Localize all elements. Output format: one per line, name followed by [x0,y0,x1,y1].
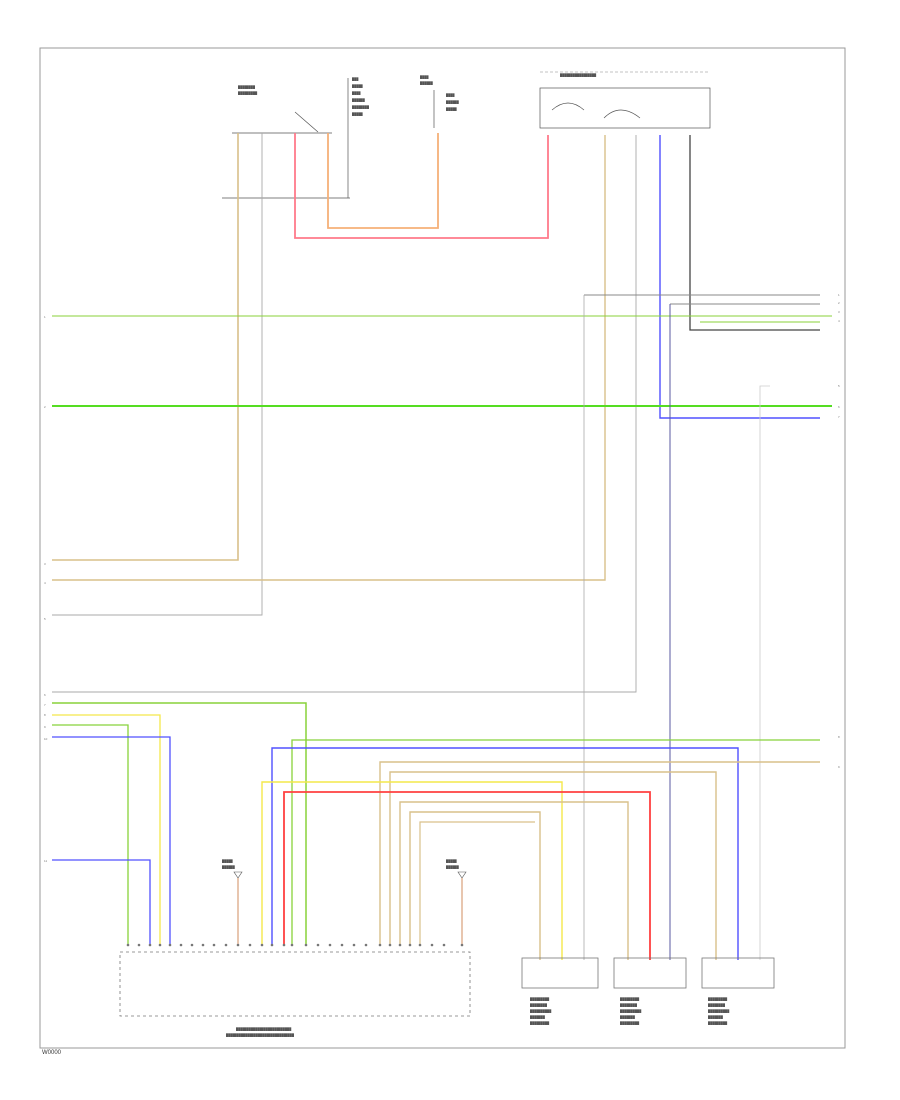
svg-text:██████████████████████████: ██████████████████████████ [236,1027,292,1031]
module-sensor-symbols: █████ ██████ █████ ██████ [222,859,467,945]
svg-text:████: ████ [446,93,455,97]
svg-text:██████████: ██████████ [620,1009,642,1013]
svg-text:██████: ██████ [446,865,460,869]
sensor-box-middle: █████████ ████████ ██████████ ███████ ██… [613,957,687,1025]
svg-text:██████████: ██████████ [708,1009,730,1013]
left-pin-markers: 1 2 3 4 5 6 7 8 9 10 11 [44,315,48,863]
svg-text:████████: ████████ [352,105,370,109]
svg-text:5: 5 [838,384,840,388]
svg-text:6: 6 [838,405,840,409]
svg-text:███████: ███████ [530,1015,546,1019]
bus-wires [52,294,832,960]
lower-wires [52,702,820,960]
svg-text:████████: ████████ [530,1003,548,1007]
svg-text:█████████: █████████ [620,997,640,1001]
svg-text:█████████: █████████ [708,1021,728,1025]
svg-text:██████: ██████ [352,98,366,102]
svg-text:7: 7 [44,703,46,707]
control-module: ██████████████████████████ █████████████… [119,943,471,1037]
control-module-pins [126,943,464,947]
svg-text:█████████: █████████ [620,1021,640,1025]
top-wires [52,133,820,693]
svg-text:████████: ████████ [620,1003,638,1007]
svg-text:3: 3 [44,562,46,566]
svg-text:9: 9 [44,725,46,729]
svg-text:3: 3 [838,310,840,314]
svg-text:█████████████████: █████████████████ [560,73,597,77]
svg-text:███████: ███████ [708,1015,724,1019]
svg-text:████████: ████████ [708,1003,726,1007]
sensor-box-right: █████████ ████████ ██████████ ███████ ██… [701,957,775,1025]
svg-text:5: 5 [44,617,46,621]
figure-code: W0000 [42,1050,62,1056]
svg-text:████: ████ [420,75,429,79]
svg-text:█████████: █████████ [530,997,550,1001]
svg-text:█████████: █████████ [708,997,728,1001]
svg-text:████: ████ [352,91,361,95]
top-right-switch-assembly: █████████████████ [539,71,711,129]
right-pin-markers: 1 2 3 4 5 6 7 8 9 [838,293,840,769]
svg-text:██████████████████████████████: ████████████████████████████████ [226,1033,295,1037]
svg-text:2: 2 [838,301,840,305]
svg-text:█████: █████ [352,84,364,88]
svg-text:2: 2 [44,405,46,409]
svg-text:██████: ██████ [446,100,460,104]
svg-text:██████████: ██████████ [530,1009,552,1013]
svg-text:6: 6 [44,693,46,697]
svg-text:█████: █████ [352,112,364,116]
svg-text:1: 1 [838,293,840,297]
svg-text:8: 8 [44,713,46,717]
svg-text:1: 1 [44,315,46,319]
svg-text:████████: ████████ [238,85,256,89]
svg-text:█████: █████ [222,859,234,863]
svg-text:█████████: █████████ [238,91,258,95]
svg-text:10: 10 [44,737,48,741]
svg-text:███████: ███████ [620,1015,636,1019]
svg-text:█████: █████ [446,859,458,863]
svg-text:7: 7 [838,415,840,419]
svg-text:██████: ██████ [420,81,434,85]
top-left-sensor-component: ████████ █████████ ███ █████ ████ ██████… [222,77,370,199]
svg-text:9: 9 [838,765,840,769]
center-top-fuse-component: ████ ██████ ████ ██████ █████ [420,75,460,128]
svg-text:8: 8 [838,735,840,739]
svg-text:██████: ██████ [222,865,236,869]
svg-text:███: ███ [352,77,359,81]
svg-text:█████████: █████████ [530,1021,550,1025]
svg-text:11: 11 [44,859,47,863]
svg-text:4: 4 [838,319,840,323]
sensor-box-left: █████████ ████████ ██████████ ███████ ██… [521,957,599,1025]
diagram-frame [39,47,846,1049]
svg-text:█████: █████ [446,107,458,111]
svg-text:4: 4 [44,581,46,585]
